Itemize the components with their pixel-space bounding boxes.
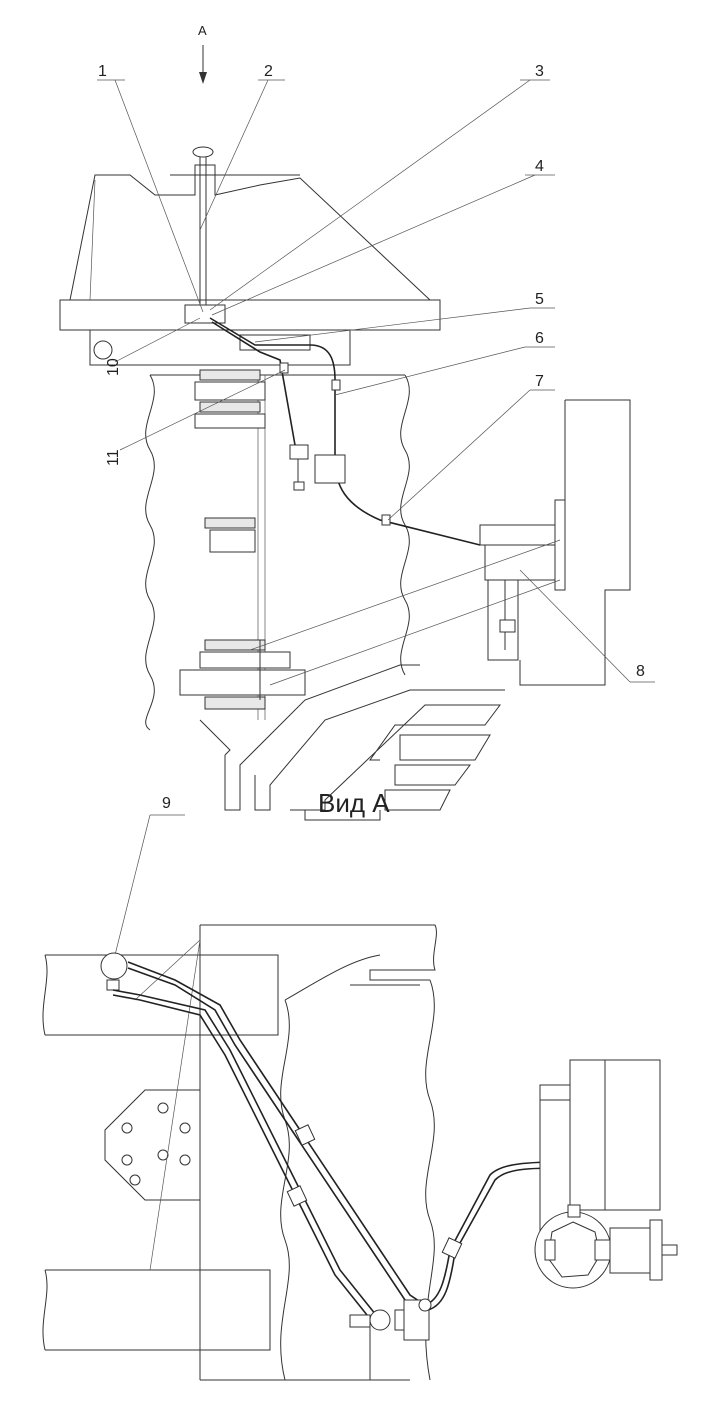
callout-3: 3 [535,63,544,80]
callout-5: 5 [535,291,544,308]
cab-outline [59,164,441,331]
hydraulic-lines-view-a [112,961,576,1326]
valve-assembly [289,444,346,491]
callout-8: 8 [636,663,645,680]
view-a: 9 [42,795,678,1381]
callout-7: 7 [535,373,544,390]
callout-1: 1 [98,63,107,80]
callout-9: 9 [162,795,171,812]
platform [89,304,351,366]
top-view: А [59,23,655,821]
callout-6: 6 [535,330,544,347]
cylinder-assembly-view-a [534,1059,678,1289]
cylinder-bracket [479,399,631,686]
direction-marker-label: А [198,23,207,38]
bolt-plate [104,1089,201,1201]
view-label: Вид А [318,788,390,818]
callout-2: 2 [264,63,273,80]
step-outline [199,639,505,821]
leader-lines-top [97,79,655,686]
direction-arrow-a: А [198,23,207,84]
callout-11: 11 [105,449,122,466]
lever-knob [192,146,214,310]
coupling-assembly [179,369,306,710]
valve-bottom [349,1298,432,1341]
callout-4: 4 [535,158,544,175]
callout-10: 10 [105,358,122,376]
